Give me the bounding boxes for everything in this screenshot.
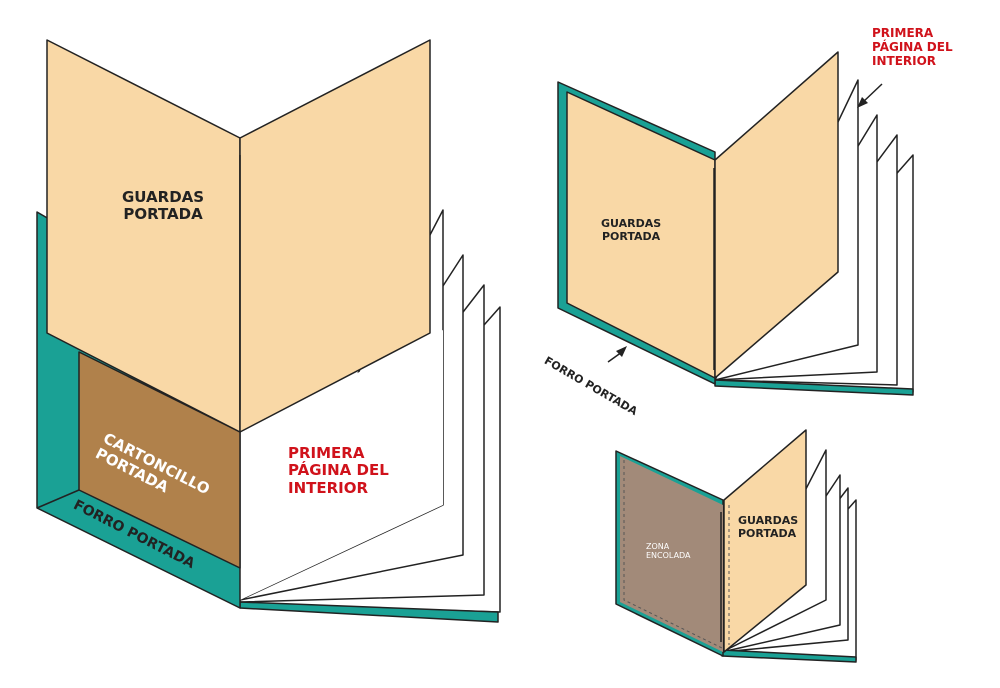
guardas-right-panel <box>723 429 807 653</box>
zona-encolada-label: ZONA ENCOLADA <box>646 542 691 560</box>
label-line: GUARDAS <box>122 188 205 206</box>
label-line: ZONA <box>646 542 670 551</box>
guardas-right-panel <box>714 51 839 379</box>
primera-pagina-label: PRIMERA PÁGINA DEL INTERIOR <box>872 26 953 68</box>
top-right-book <box>557 51 914 396</box>
guardas-portada-label: GUARDAS PORTADA <box>122 188 205 224</box>
primera-arrowhead <box>857 97 868 108</box>
bottom-right-book <box>615 429 857 663</box>
label-line: PRIMERA <box>288 444 365 462</box>
label-line: PORTADA <box>601 229 661 243</box>
zona-encolada-panel <box>620 456 723 652</box>
label-line: PRIMERA <box>872 26 934 40</box>
primera-arrow <box>861 83 883 104</box>
glue-dashed-line <box>623 460 723 649</box>
label-line: GUARDAS <box>738 514 799 527</box>
guardas-portada-label: GUARDAS PORTADA <box>738 514 799 540</box>
label-line: PÁGINA DEL <box>872 39 953 54</box>
label-line: PÁGINA DEL <box>288 461 389 480</box>
label-line: PORTADA <box>123 205 203 224</box>
label-line: ENCOLADA <box>646 551 691 561</box>
large-book <box>36 39 501 623</box>
forro-arrowhead <box>616 346 627 357</box>
guardas-portada-label: GUARDAS PORTADA <box>601 217 662 243</box>
label-line: INTERIOR <box>872 53 937 68</box>
cartoncillo-portada <box>78 351 241 569</box>
primera-pagina-label: PRIMERA PÁGINA DEL INTERIOR <box>288 444 389 497</box>
label-line: GUARDAS <box>601 217 662 230</box>
label-line: PORTADA <box>738 526 797 540</box>
label-line: INTERIOR <box>288 478 369 497</box>
